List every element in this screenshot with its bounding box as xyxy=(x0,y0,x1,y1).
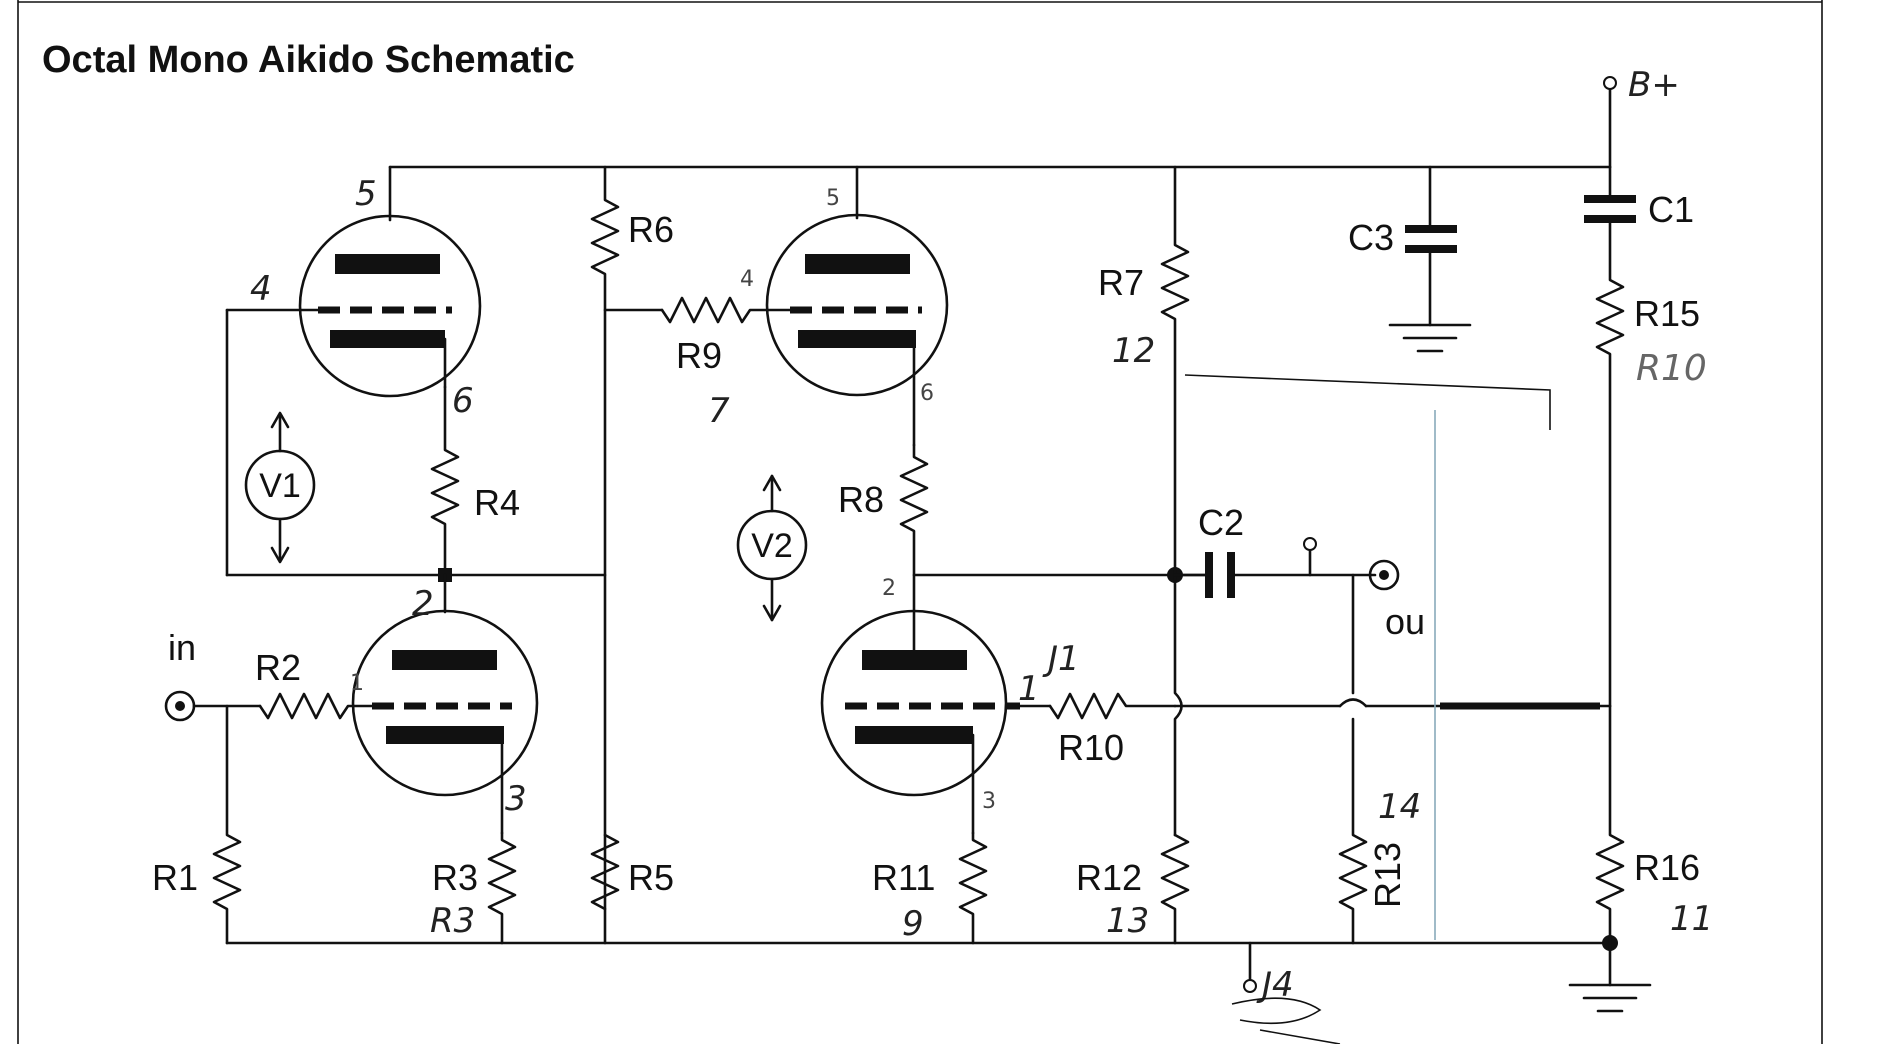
v1-upper-cathode xyxy=(330,330,445,348)
resistor-r9 xyxy=(660,296,792,324)
label-r13: R13 xyxy=(1367,842,1408,908)
label-r15: R15 xyxy=(1634,293,1700,334)
resistor-r1 xyxy=(212,704,242,945)
label-r12: R12 xyxy=(1076,857,1142,898)
v1-lower-cathode xyxy=(386,726,504,744)
resistor-r11 xyxy=(958,831,988,945)
capacitor-c3 xyxy=(1405,225,1457,233)
label-r6: R6 xyxy=(628,209,674,250)
label-r9: R9 xyxy=(676,335,722,376)
label-r10: R10 xyxy=(1058,727,1124,768)
label-r2: R2 xyxy=(255,647,301,688)
note-r3: R3 xyxy=(430,901,475,941)
v1-label: V1 xyxy=(259,467,301,505)
v2-upper-triode xyxy=(765,213,949,397)
v1-lower-plate xyxy=(392,650,497,670)
v2-upper-plate xyxy=(805,254,910,274)
note-r10: J1 xyxy=(1042,639,1080,679)
resistor-r5 xyxy=(590,833,620,911)
v2-label: V2 xyxy=(751,527,793,565)
capacitor-c1 xyxy=(1584,195,1636,203)
label-r1: R1 xyxy=(152,857,198,898)
b-plus-terminal[interactable] xyxy=(1603,76,1617,90)
pin-v1-bot-cathode: 3 xyxy=(505,779,527,819)
note-r15: R10 xyxy=(1636,348,1707,389)
schematic-title: Octal Mono Aikido Schematic xyxy=(42,39,575,81)
handwritten-scribble xyxy=(1231,997,1341,1044)
v1-upper-triode xyxy=(298,214,482,398)
pin-v2-bot-grid: 1 xyxy=(1018,669,1040,709)
v1-lower-triode xyxy=(351,609,539,797)
pin-v2-bot-cathode: 3 xyxy=(982,789,996,814)
label-c2: C2 xyxy=(1198,502,1244,543)
resistor-r8 xyxy=(899,443,929,662)
resistor-r2 xyxy=(258,692,374,720)
label-r3: R3 xyxy=(432,857,478,898)
pin-v1-top-cathode: 6 xyxy=(452,381,474,421)
label-c3: C3 xyxy=(1348,217,1394,258)
pin-v1-bot-plate: 2 xyxy=(412,584,434,624)
label-r16: R16 xyxy=(1634,847,1700,888)
pin-v2-top-grid: 4 xyxy=(740,267,754,292)
note-r16: 11 xyxy=(1670,899,1713,939)
pin-v1-top-grid: 4 xyxy=(250,269,272,309)
capacitor-c2 xyxy=(1205,552,1213,598)
resistor-r12 xyxy=(1160,833,1190,945)
label-r4: R4 xyxy=(474,482,520,523)
v2-lower-cathode xyxy=(855,726,973,744)
pin-v1-top-plate: 5 xyxy=(355,174,377,214)
tape-edge-top xyxy=(1184,374,1551,430)
v2-upper-cathode xyxy=(798,330,916,348)
output-label: ou xyxy=(1385,601,1425,642)
resistor-r3 xyxy=(487,831,517,945)
pin-v2-top-cathode: 6 xyxy=(920,381,934,406)
v2-lower-plate xyxy=(862,650,967,670)
pin-v2-bot-plate: 2 xyxy=(882,576,896,601)
resistor-r13 xyxy=(1338,717,1368,945)
pin-v1-bot-grid: 1 xyxy=(350,671,364,696)
b-plus-label: B+ xyxy=(1628,65,1680,105)
output-jack[interactable] xyxy=(1368,559,1400,591)
label-r11: R11 xyxy=(872,857,935,898)
resistor-r4 xyxy=(430,385,460,577)
label-r5: R5 xyxy=(628,857,674,898)
label-r8: R8 xyxy=(838,479,884,520)
note-r13: 14 xyxy=(1378,787,1421,827)
resistor-r6 xyxy=(590,165,620,945)
v1-upper-plate xyxy=(335,254,440,274)
resistor-r7 xyxy=(1160,165,1190,577)
resistor-r10 xyxy=(1048,692,1177,720)
note-r7: 12 xyxy=(1112,331,1155,371)
label-c1: C1 xyxy=(1648,189,1694,230)
note-r12: 13 xyxy=(1106,901,1149,941)
note-r9: 7 xyxy=(708,391,730,431)
note-r11: 9 xyxy=(902,904,924,944)
input-label: in xyxy=(168,627,196,668)
pin-v2-top-plate: 5 xyxy=(826,186,840,211)
label-r7: R7 xyxy=(1098,262,1144,303)
resistor-r15 xyxy=(1595,221,1625,708)
resistor-r16 xyxy=(1595,704,1625,945)
ground-jack[interactable] xyxy=(1243,979,1257,993)
